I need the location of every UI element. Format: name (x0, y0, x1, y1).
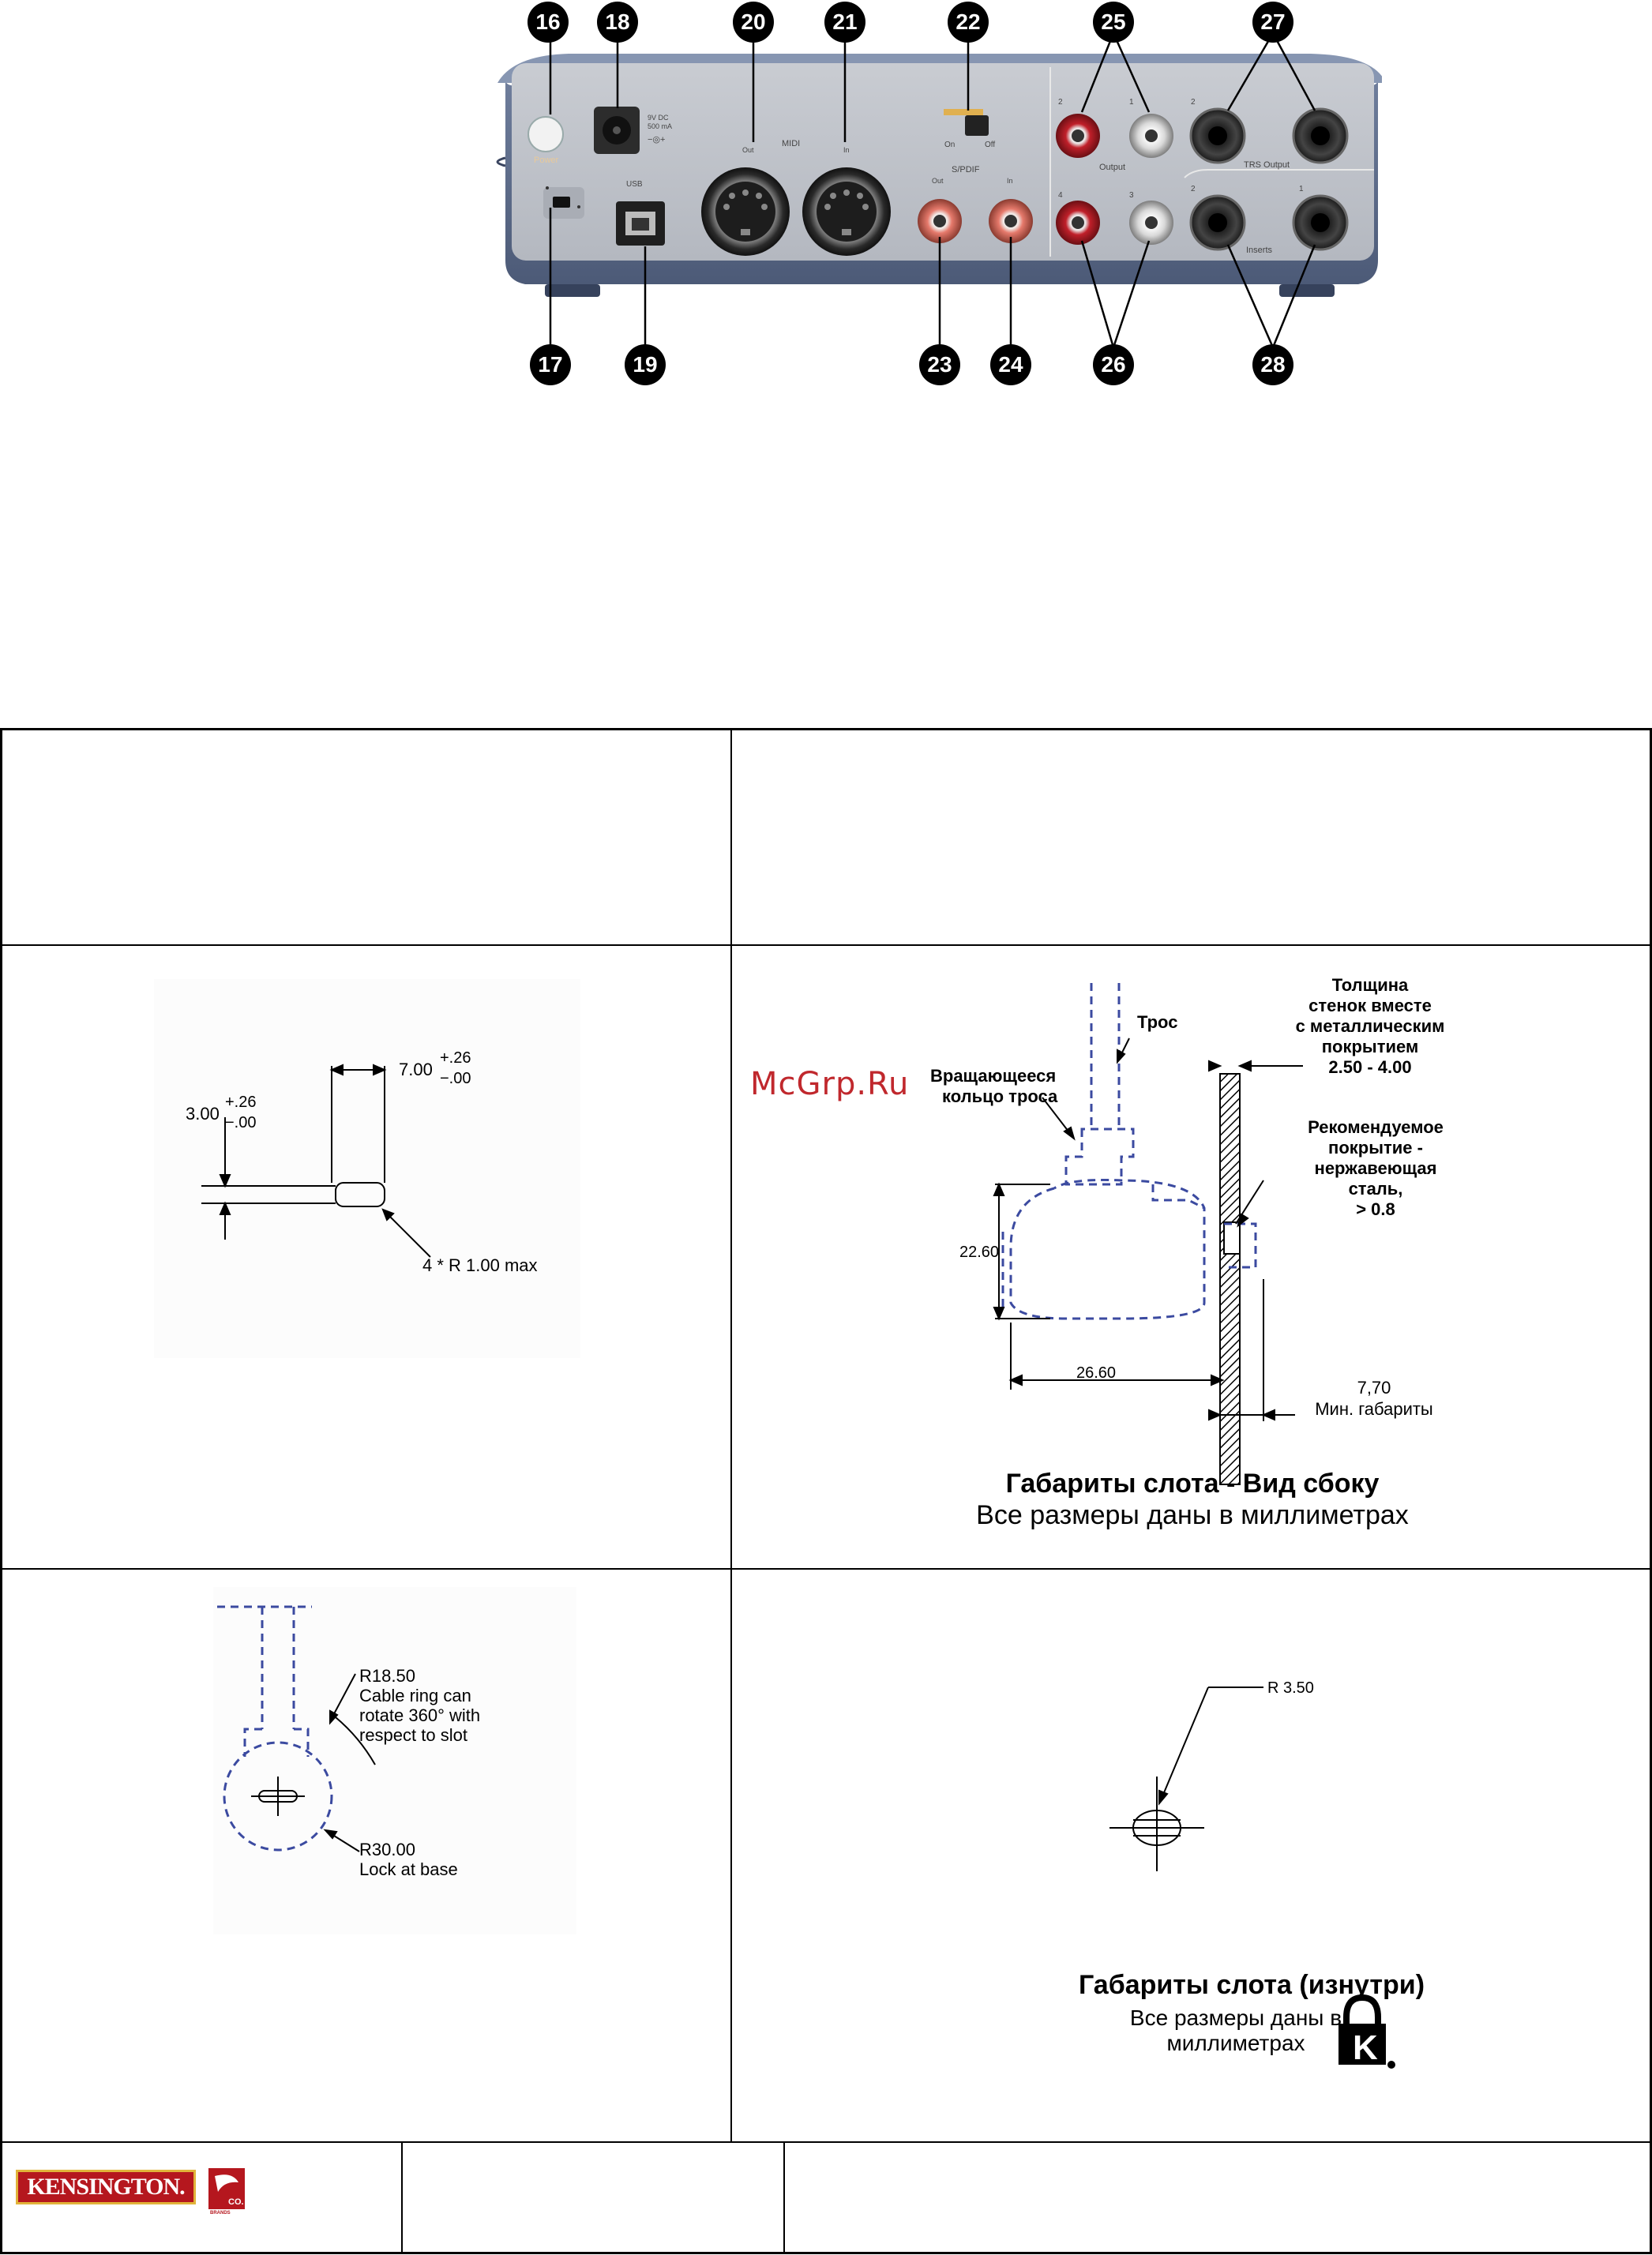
svg-text:2: 2 (1058, 98, 1063, 107)
inside-caption-sub-1: Все размеры даны в (1130, 2005, 1342, 2030)
drawing-slot-side: Трос Вращающееся кольцо троса Толщина ст… (892, 971, 1492, 1555)
svg-text:−◎+: −◎+ (648, 135, 665, 144)
dim-width-value: 7.00 (399, 1060, 433, 1079)
svg-text:1: 1 (1299, 185, 1304, 193)
table-row-divider (0, 1568, 1652, 1570)
svg-text:Lock at base: Lock at base (359, 1859, 458, 1879)
trs-output-label: TRS Output (1244, 160, 1290, 170)
wall-section (1219, 1073, 1241, 1485)
device-rear-panel-figure: Power 9V DC 500 mA −◎+ USB MIDI Out In O… (466, 0, 1410, 395)
cable-label: Трос (1137, 1012, 1177, 1032)
midi-label: MIDI (782, 139, 800, 148)
side-caption-title: Габариты слота - Вид сбоку (1006, 1469, 1380, 1499)
dim-height-tol-plus: +.26 (225, 1094, 256, 1111)
dc-label-2: 500 mA (648, 122, 672, 130)
dim-width-tol-minus: −.00 (440, 1070, 471, 1087)
spdif-switch (965, 115, 989, 136)
svg-text:покрытие -: покрытие - (1328, 1138, 1423, 1158)
watermark: McGrp.Ru (750, 1066, 910, 1102)
spdif-out-label: Out (932, 177, 944, 185)
lock-base-label: R30.00 Lock at base (359, 1840, 458, 1879)
svg-text:7,70: 7,70 (1357, 1378, 1391, 1398)
table-row-divider (0, 2141, 1652, 2143)
height-dim-label: 22.60 (959, 1244, 999, 1261)
drawing-slot-rotation: R18.50 Cable ring can rotate 360° with r… (213, 1587, 576, 1934)
svg-text:rotate 360° with: rotate 360° with (359, 1705, 480, 1725)
svg-text:2: 2 (1191, 185, 1196, 193)
switch-on-label: On (944, 141, 955, 149)
kensington-lock-icon: K (1338, 1994, 1395, 2069)
brand-logo-caption: BRANDS (210, 2211, 231, 2216)
svg-text:стенок вместе: стенок вместе (1308, 996, 1432, 1015)
table-border-right (1650, 728, 1652, 2254)
svg-text:с металлическим: с металлическим (1296, 1016, 1445, 1036)
switch-off-label: Off (985, 141, 995, 149)
power-label: Power (534, 156, 559, 165)
svg-text:> 0.8: > 0.8 (1356, 1199, 1395, 1219)
kensington-logo: KENSINGTON. (16, 2170, 196, 2204)
coating-label: Рекомендуемое покрытие - нержавеющая ста… (1308, 1117, 1444, 1219)
dc-label-1: 9V DC (648, 114, 669, 122)
svg-text:R18.50: R18.50 (359, 1666, 415, 1686)
ring-label-1: Вращающееся (930, 1066, 1056, 1086)
usb-label: USB (626, 180, 643, 189)
table-col-divider (730, 728, 732, 2142)
min-dim-label: 7,70 Мин. габариты (1315, 1378, 1433, 1419)
svg-text:R30.00: R30.00 (359, 1840, 415, 1859)
table-border-left (0, 728, 2, 2254)
kensington-logo-text: KENSINGTON. (27, 2174, 185, 2200)
svg-text:нержавеющая: нержавеющая (1315, 1158, 1437, 1178)
svg-text:Cable ring can: Cable ring can (359, 1686, 471, 1705)
table-col-divider (401, 2141, 403, 2253)
brand-logo: CO. (208, 2168, 245, 2209)
inside-radius-label: R 3.50 (1267, 1679, 1314, 1697)
ring-label-2: кольцо троса (942, 1086, 1058, 1106)
inside-caption-sub-2: миллиметрах (1166, 2031, 1305, 2055)
width-dim-label: 26.60 (1076, 1364, 1116, 1382)
side-caption-sub: Все размеры даны в миллиметрах (976, 1500, 1409, 1530)
table-border-bottom (0, 2252, 1652, 2254)
spdif-label: S/PDIF (952, 165, 980, 174)
output-label: Output (1099, 163, 1125, 172)
inside-caption-title: Габариты слота (изнутри) (1079, 1970, 1425, 2000)
table-col-divider (783, 2141, 785, 2253)
svg-text:K: K (1353, 2028, 1378, 2067)
wall-label: Толщина стенок вместе с металлическим по… (1296, 975, 1445, 1077)
midi-out-label: Out (742, 146, 754, 154)
midi-in-label: In (843, 146, 850, 154)
power-button (528, 116, 564, 152)
radius-label: 4 * R 1.00 max (422, 1255, 538, 1275)
security-slot (553, 197, 570, 208)
svg-text:respect to slot: respect to slot (359, 1725, 467, 1745)
dim-height-tol-minus: −.00 (225, 1114, 256, 1131)
svg-text:2: 2 (1191, 98, 1196, 107)
svg-text:1: 1 (1129, 98, 1134, 107)
spdif-in-label: In (1007, 177, 1013, 185)
svg-text:2.50 - 4.00: 2.50 - 4.00 (1328, 1057, 1411, 1077)
svg-text:3: 3 (1129, 191, 1134, 200)
drawing-slot-front: 7.00 +.26 −.00 3.00 +.26 −.00 4 * R 1.00… (154, 979, 580, 1358)
svg-text:Мин. габариты: Мин. габариты (1315, 1399, 1433, 1419)
drawing-slot-inside: R 3.50 Габариты слота (изнутри) Все разм… (1042, 1658, 1500, 2116)
dim-width-tol-plus: +.26 (440, 1049, 471, 1067)
svg-text:сталь,: сталь, (1349, 1179, 1403, 1199)
dim-height-value: 3.00 (186, 1104, 220, 1124)
svg-text:CO.: CO. (228, 2197, 244, 2207)
inserts-label: Inserts (1246, 246, 1273, 255)
svg-text:Рекомендуемое: Рекомендуемое (1308, 1117, 1444, 1137)
table-row-divider (0, 944, 1652, 946)
table-border-top (0, 728, 1652, 730)
rotation-label: R18.50 Cable ring can rotate 360° with r… (359, 1666, 480, 1745)
svg-text:покрытием: покрытием (1322, 1037, 1418, 1056)
device-rear-panel-svg: Power 9V DC 500 mA −◎+ USB MIDI Out In O… (474, 32, 1410, 348)
svg-text:Толщина: Толщина (1332, 975, 1409, 995)
svg-text:4: 4 (1058, 191, 1063, 200)
